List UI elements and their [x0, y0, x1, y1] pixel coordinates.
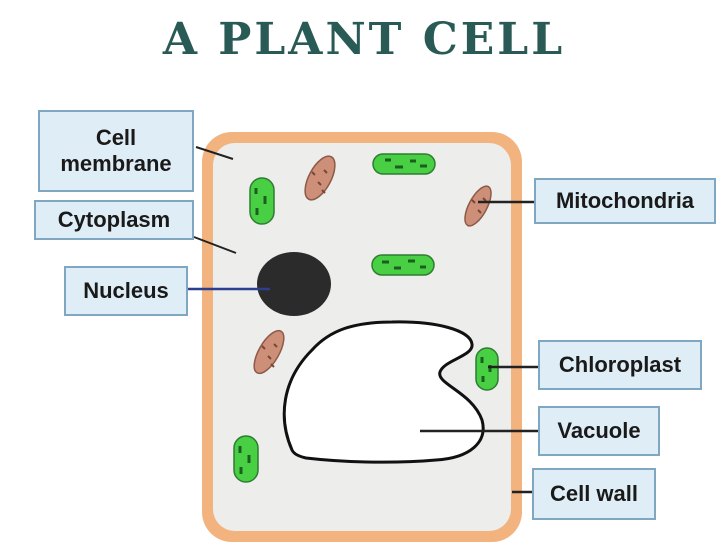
- chloroplast: [371, 254, 435, 276]
- mitochondrion: [253, 329, 285, 375]
- chloroplast: [233, 435, 259, 483]
- label-cytoplasm: Cytoplasm: [34, 200, 194, 240]
- label-nucleus: Nucleus: [64, 266, 188, 316]
- leader-cytoplasm: [193, 236, 237, 254]
- label-chloroplast: Chloroplast: [538, 340, 702, 390]
- label-vacuole: Vacuole: [538, 406, 660, 456]
- chloroplast: [249, 177, 275, 225]
- label-cell-wall: Cell wall: [532, 468, 656, 520]
- label-mitochondria: Mitochondria: [534, 178, 716, 224]
- chloroplast: [475, 347, 499, 391]
- vacuole: [282, 320, 485, 464]
- leader-cell-membrane: [195, 146, 234, 160]
- label-cell-membrane: Cell membrane: [38, 110, 194, 192]
- nucleus: [257, 252, 331, 316]
- mitochondrion: [304, 155, 336, 201]
- diagram-title: A PLANT CELL: [162, 14, 566, 65]
- mitochondrion: [464, 185, 492, 227]
- chloroplast: [372, 153, 436, 175]
